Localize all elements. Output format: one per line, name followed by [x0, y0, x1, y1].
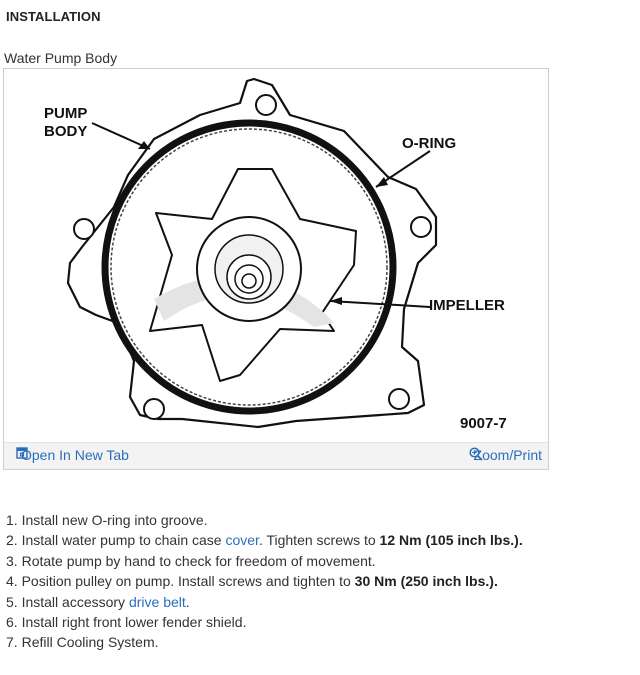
list-item: 4. Position pulley on pump. Install scre… [6, 573, 498, 590]
figure-container: PUMP BODY O-RING IMPELLER 9007-7 Open In… [3, 68, 549, 470]
label-pump-body: PUMP BODY [44, 105, 88, 140]
drive-belt-link[interactable]: drive belt [128, 593, 186, 610]
figure-number: 9007-7 [460, 415, 507, 432]
water-pump-illustration [66, 77, 438, 429]
list-item: 3. Rotate pump by hand to check for free… [6, 552, 376, 569]
zoom-print-label: Zoom/Print [473, 447, 542, 463]
list-item: 2. Install water pump to chain case cove… [6, 532, 523, 549]
open-in-new-tab-link[interactable]: Open In New Tab [16, 447, 129, 463]
list-item: 1. Install new O-ring into groove. [6, 512, 208, 528]
o-ring-groove [101, 119, 397, 415]
cover-link[interactable]: cover [225, 532, 259, 549]
installation-steps: 1. Install new O-ring into groove. 2. In… [6, 510, 523, 653]
figure-toolbar: Open In New Tab Zoom/Print [4, 442, 548, 469]
zoom-print-link[interactable]: Zoom/Print [468, 447, 542, 463]
figure-caption: Water Pump Body [4, 50, 118, 66]
label-o-ring: O-RING [402, 135, 457, 152]
section-heading: INSTALLATION [6, 9, 101, 24]
label-impeller: IMPELLER [429, 297, 505, 314]
open-in-new-tab-label: Open In New Tab [21, 447, 129, 463]
list-item: 5. Install accessory drive belt. [6, 593, 190, 610]
list-item: 6. Install right front lower fender shie… [6, 614, 247, 631]
list-item: 7. Refill Cooling System. [6, 634, 159, 651]
